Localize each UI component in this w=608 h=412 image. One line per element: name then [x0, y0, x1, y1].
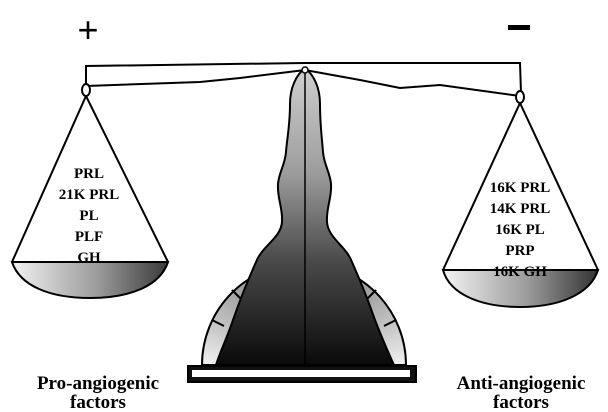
- pro-angiogenic-caption-line2: factors: [70, 392, 126, 412]
- left-hook: [82, 84, 90, 96]
- anti-angiogenic-caption: Anti-angiogenic: [457, 373, 586, 394]
- left-item: PL: [79, 208, 98, 224]
- anti-angiogenic-caption-line2: factors: [493, 392, 549, 412]
- right-hook: [516, 91, 524, 103]
- minus-sign: [508, 25, 530, 30]
- left-item: PLF: [75, 229, 103, 245]
- right-item: 16K GH: [493, 264, 547, 280]
- right-item: 16K PL: [495, 222, 545, 238]
- pro-angiogenic-caption: Pro-angiogenic: [37, 373, 159, 394]
- left-item: 21K PRL: [59, 187, 119, 203]
- left-item: GH: [77, 250, 101, 266]
- pivot-icon: [302, 67, 308, 73]
- plus-sign: +: [77, 9, 98, 50]
- right-item: PRP: [505, 243, 534, 259]
- left-pan-bowl: [12, 262, 168, 298]
- minus-sign-text: −: [519, 32, 520, 34]
- left-item: PRL: [74, 166, 104, 182]
- scale-base-highlight: [192, 370, 410, 377]
- right-item: 14K PRL: [490, 201, 550, 217]
- right-item: 16K PRL: [490, 180, 550, 196]
